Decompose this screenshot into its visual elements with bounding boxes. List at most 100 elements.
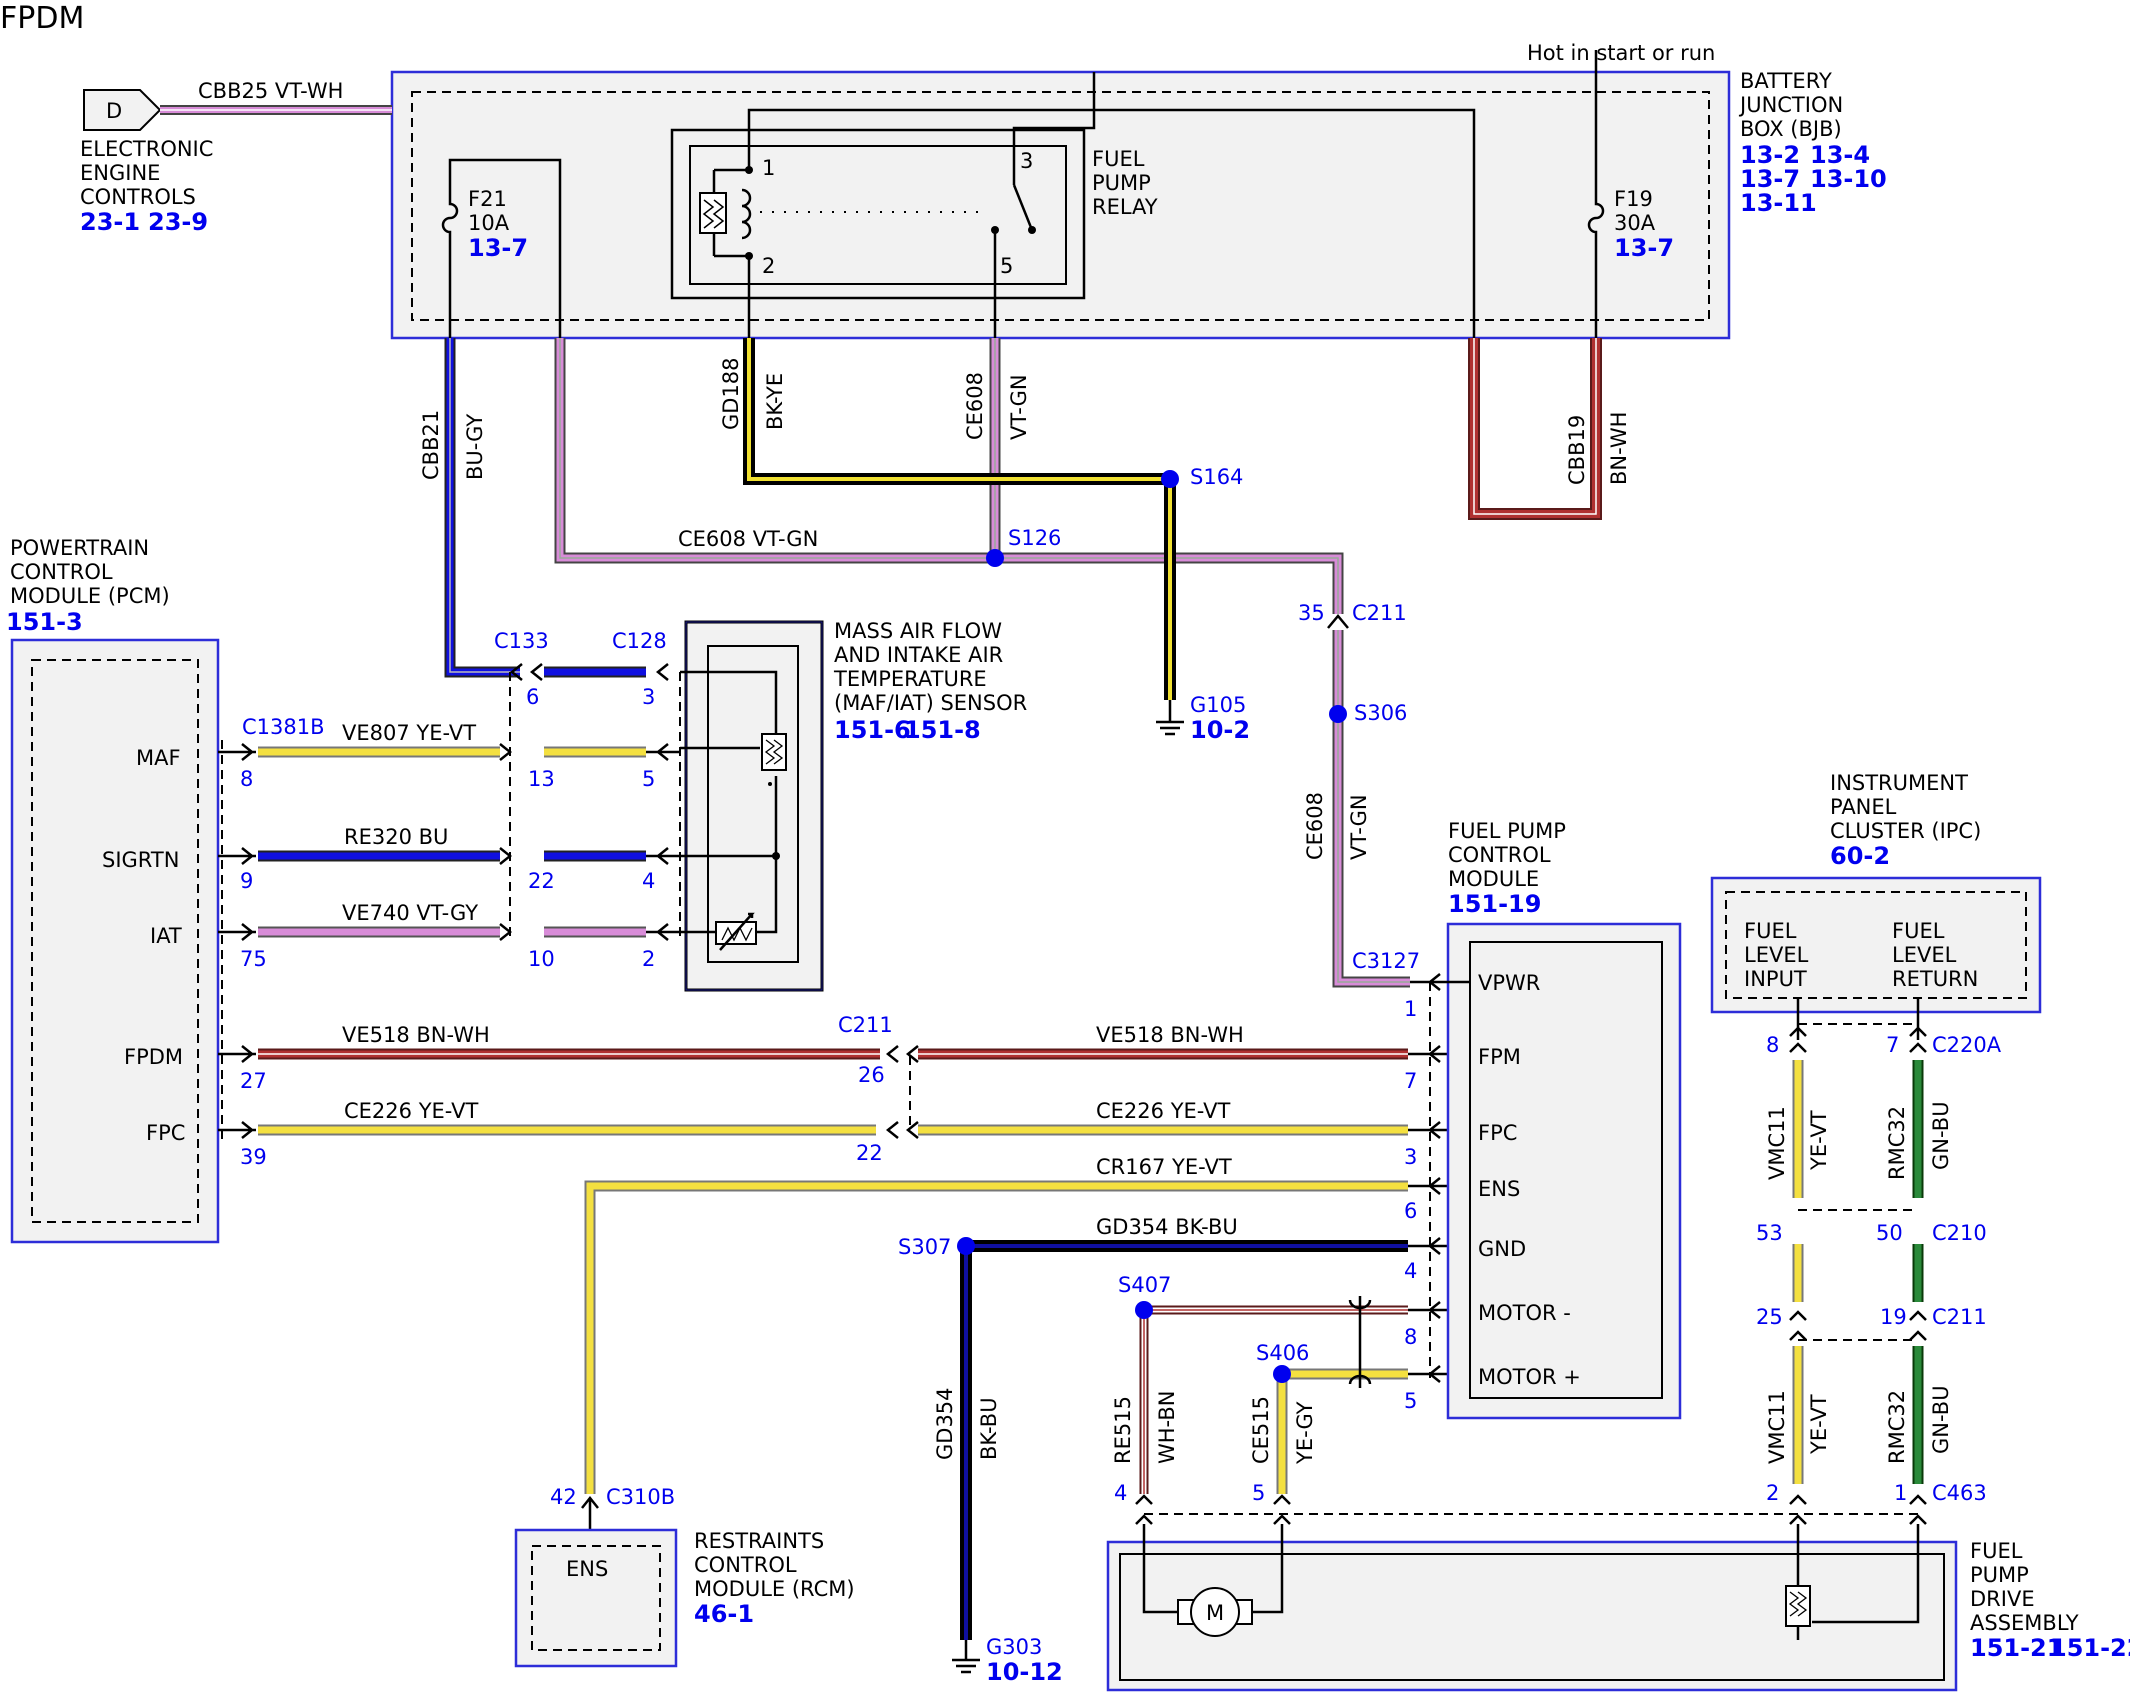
svg-text:AND INTAKE AIR: AND INTAKE AIR [834, 643, 1003, 667]
pcm-inner [31, 659, 199, 1223]
fuel-pump-relay [670, 128, 1086, 300]
wire-ve518 [218, 1045, 1470, 1063]
svg-text:13-10: 13-10 [1810, 165, 1887, 193]
wire-vmc11a-label: VMC11 [1765, 1106, 1789, 1180]
svg-text:FUEL: FUEL [1970, 1539, 2023, 1563]
bjb-inner [411, 91, 1710, 321]
splice-s407 [1135, 1301, 1153, 1319]
ground-g303-ref: 10-12 [986, 1658, 1063, 1686]
splice-s306-label: S306 [1354, 701, 1407, 725]
svg-text:13-2: 13-2 [1740, 141, 1800, 169]
svg-text:10A: 10A [468, 211, 510, 235]
fuel-pump-motor-icon [1142, 1524, 1284, 1637]
relay-inner [689, 145, 1067, 285]
svg-text:ENGINE: ENGINE [80, 161, 160, 185]
rcm-box [514, 1528, 678, 1668]
pin-19: 19 [1880, 1305, 1907, 1329]
svg-text:CLUSTER (IPC): CLUSTER (IPC) [1830, 819, 1981, 843]
wire-gd354v-color: BK-BU [977, 1397, 1001, 1460]
pin-7c: 7 [1886, 1033, 1899, 1057]
wire-gd188-label: GD188 [719, 357, 743, 430]
eec-connector [83, 89, 162, 131]
wire-cbb19 [1468, 338, 1602, 520]
splice-s307-label: S307 [898, 1235, 951, 1259]
svg-text:46-1: 46-1 [694, 1600, 754, 1628]
svg-text:13-7: 13-7 [1614, 234, 1674, 262]
pin-3b: 3 [1404, 1145, 1417, 1169]
wire-re515-label: RE515 [1111, 1396, 1135, 1464]
c133-connector-icon [509, 663, 543, 681]
wire-vmc11b-label: VMC11 [1765, 1390, 1789, 1464]
svg-text:CONTROL: CONTROL [10, 560, 113, 584]
ipc-inner [1725, 891, 2027, 999]
pin-2: 2 [642, 947, 655, 971]
connector-c463: C463 [1932, 1481, 1987, 1505]
svg-text:RETURN: RETURN [1892, 967, 1978, 991]
maf-sensor-inner [707, 645, 799, 963]
svg-text:JUNCTION: JUNCTION [1738, 93, 1843, 117]
wire-cbb21 [444, 338, 520, 678]
svg-text:(MAF/IAT) SENSOR: (MAF/IAT) SENSOR [834, 691, 1027, 715]
wire-gd354v-label: GD354 [933, 1387, 957, 1460]
bjb-label: BATTERY JUNCTION BOX (BJB) 13-2 13-4 13-… [1738, 69, 1887, 217]
hot-note: Hot in start or run [1527, 41, 1715, 65]
pin-7: 7 [1404, 1069, 1417, 1093]
connector-c1381b: C1381B [242, 715, 325, 739]
pin-8c: 8 [1766, 1033, 1779, 1057]
wire-re515 [1139, 1301, 1470, 1494]
svg-text:MODULE (RCM): MODULE (RCM) [694, 1577, 855, 1601]
splice-s307 [957, 1237, 975, 1255]
ground-g303-label: G303 [986, 1635, 1042, 1659]
splice-s164 [1161, 470, 1179, 488]
relay-label: FUEL PUMP RELAY [1092, 147, 1158, 219]
eec-connector-label: D [106, 99, 122, 123]
svg-text:23-9: 23-9 [148, 208, 208, 236]
svg-text:POWERTRAIN: POWERTRAIN [10, 536, 149, 560]
wire-rmc32 [1909, 998, 1927, 1505]
wire-ve740-label: VE740 VT-GY [342, 901, 478, 925]
fuse-f19-icon [1587, 50, 1605, 338]
wire-ce515-label: CE515 [1249, 1396, 1273, 1464]
wire-ve807 [218, 743, 680, 761]
svg-text:60-2: 60-2 [1830, 842, 1890, 870]
relay-pin-3: 3 [1020, 149, 1033, 173]
svg-text:MODULE (PCM): MODULE (PCM) [10, 584, 170, 608]
pin-4: 4 [642, 869, 655, 893]
wire-ve740 [218, 923, 680, 941]
pcm-pin-iat: IAT [150, 924, 182, 948]
wire-re515-color: WH-BN [1155, 1391, 1179, 1465]
eec-label: ELECTRONIC ENGINE CONTROLS 23-1 23-9 [80, 137, 213, 236]
fpcm-pin-fpc: FPC [1478, 1121, 1517, 1145]
svg-text:13-11: 13-11 [1740, 189, 1817, 217]
relay-pin-2: 2 [762, 254, 775, 278]
svg-text:FUEL: FUEL [1092, 147, 1145, 171]
wire-rmc32a-color: GN-BU [1929, 1101, 1953, 1170]
pcm-pin-fpc: FPC [146, 1121, 185, 1145]
connector-c211-top: C211 [1352, 601, 1407, 625]
pin-39: 39 [240, 1145, 267, 1169]
relay-pin-1: 1 [762, 156, 775, 180]
svg-text:ASSEMBLY: ASSEMBLY [1970, 1611, 2079, 1635]
maf-label: MASS AIR FLOW AND INTAKE AIR TEMPERATURE… [833, 619, 1027, 744]
svg-text:INPUT: INPUT [1744, 967, 1807, 991]
svg-text:BATTERY: BATTERY [1740, 69, 1832, 93]
wire-rmc32b-label: RMC32 [1885, 1390, 1909, 1464]
wire-ce608-f21 [554, 338, 1344, 614]
fpcm-pin-vpwr: VPWR [1478, 971, 1540, 995]
ipc-input-label: FUEL LEVEL INPUT [1744, 919, 1809, 991]
ipc-label: INSTRUMENT PANEL CLUSTER (IPC) 60-2 [1830, 771, 1981, 870]
splice-s126 [986, 549, 1004, 567]
splice-s306 [1329, 705, 1347, 723]
wire-ce515-color: YE-GY [1293, 1401, 1317, 1465]
wire-cbb21-color: BU-GY [463, 414, 487, 480]
splice-s126-label: S126 [1008, 526, 1061, 550]
maf-internal-wiring [680, 670, 778, 934]
wire-ce608-fpcm [1332, 630, 1410, 988]
wire-cr167 [581, 1177, 1470, 1540]
svg-text:RELAY: RELAY [1092, 195, 1158, 219]
wire-ce608-fpcm-label: CE608 [1303, 792, 1327, 860]
svg-text:TEMPERATURE: TEMPERATURE [833, 667, 987, 691]
connector-c210: C210 [1932, 1221, 1987, 1245]
svg-text:LEVEL: LEVEL [1892, 943, 1957, 967]
svg-text:13-4: 13-4 [1810, 141, 1870, 169]
